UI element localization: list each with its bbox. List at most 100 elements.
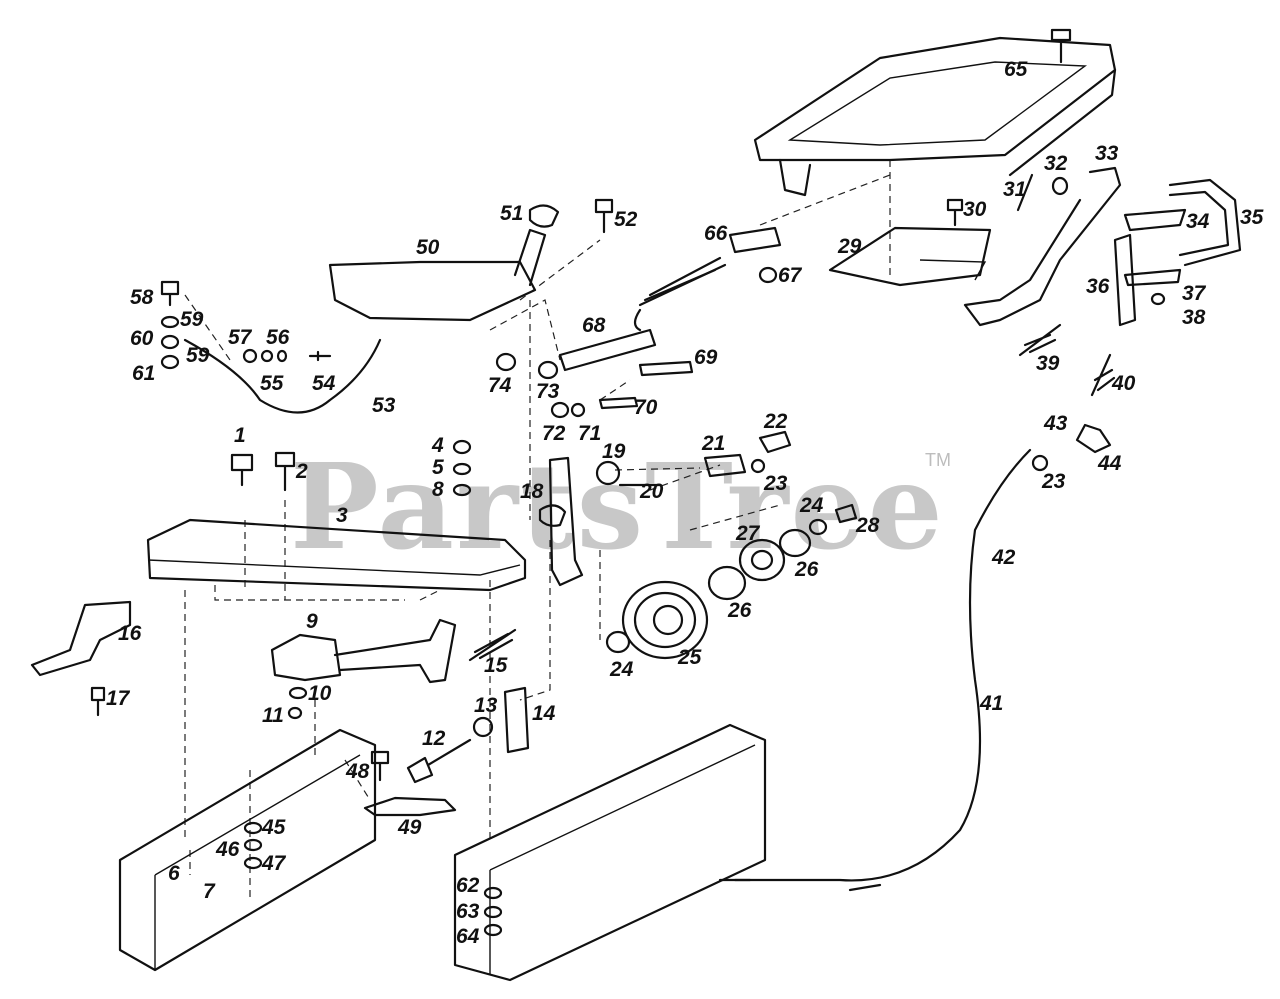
- callout-12: 12: [422, 727, 446, 750]
- watermark-trademark: TM: [925, 450, 951, 470]
- callout-30: 30: [963, 198, 987, 221]
- callout-34: 34: [1186, 210, 1210, 233]
- callout-23b: 23: [1041, 470, 1066, 493]
- callout-44: 44: [1097, 452, 1122, 475]
- mounting-plate: [828, 226, 992, 287]
- washer-24: [605, 630, 631, 654]
- pedal-brackets: [1113, 208, 1187, 327]
- callout-25: 25: [677, 646, 702, 669]
- callout-63: 63: [456, 900, 480, 923]
- callout-13: 13: [474, 694, 498, 717]
- callout-41: 41: [979, 692, 1003, 715]
- callout-67: 67: [778, 264, 803, 287]
- callout-9: 9: [306, 610, 318, 633]
- callout-49: 49: [397, 816, 422, 839]
- small-hardware: [90, 28, 1166, 937]
- callout-66: 66: [704, 222, 728, 245]
- callout-59b: 59: [186, 344, 210, 367]
- callout-55: 55: [260, 372, 284, 395]
- pulley-25: [621, 580, 709, 660]
- pedal-rod: [1168, 178, 1242, 267]
- linkage-chain: [558, 328, 657, 372]
- watermark-text: PartsTree: [290, 437, 945, 576]
- callout-15: 15: [484, 654, 508, 677]
- callout-48: 48: [345, 760, 370, 783]
- callout-17: 17: [106, 687, 131, 710]
- frame-rail-right: [453, 723, 767, 982]
- callout-27: 27: [735, 522, 761, 545]
- callout-4: 4: [431, 434, 444, 457]
- callout-62: 62: [456, 874, 480, 897]
- callout-60: 60: [130, 327, 154, 350]
- callout-65: 65: [1004, 58, 1028, 81]
- pedal-arm: [963, 166, 1122, 327]
- callout-19: 19: [602, 440, 626, 463]
- part-callouts: 1 2 3 4 5 6 7 8 9 10 11 12 13 14 15 16 1…: [106, 58, 1264, 948]
- callout-11: 11: [262, 704, 284, 727]
- callout-50: 50: [416, 236, 440, 259]
- clip-22: [758, 430, 792, 454]
- bracket-16: [30, 600, 132, 677]
- tank-housing: [328, 204, 560, 322]
- spring-40: [1090, 353, 1116, 397]
- nut-28: [834, 503, 858, 524]
- callout-43: 43: [1043, 412, 1068, 435]
- cable-ends: [718, 878, 882, 892]
- bearing-27: [738, 538, 786, 582]
- callout-29: 29: [837, 235, 862, 258]
- callout-22: 22: [763, 410, 788, 433]
- callout-2: 2: [295, 460, 308, 483]
- footrest-plate: [753, 36, 1117, 197]
- callout-56: 56: [266, 326, 290, 349]
- callout-21: 21: [701, 432, 725, 455]
- lever-arm: [270, 618, 457, 684]
- callout-38: 38: [1182, 306, 1206, 329]
- callout-47: 47: [261, 852, 287, 875]
- main-cross-bracket: [146, 518, 527, 592]
- callout-58: 58: [130, 286, 154, 309]
- plate-49: [363, 796, 457, 817]
- callout-37: 37: [1182, 282, 1207, 305]
- washer-24-upper: [808, 518, 828, 536]
- frame-rail-left: [118, 728, 377, 972]
- callout-59a: 59: [180, 308, 204, 331]
- control-cable-41: [733, 448, 1032, 882]
- callout-16: 16: [118, 622, 142, 645]
- callout-7: 7: [203, 880, 216, 903]
- ring-26-lower: [707, 565, 747, 601]
- callout-73: 73: [536, 380, 560, 403]
- callout-64: 64: [456, 925, 480, 948]
- callout-61: 61: [132, 362, 155, 385]
- callout-23a: 23: [763, 472, 788, 495]
- callout-33: 33: [1095, 142, 1119, 165]
- callout-68: 68: [582, 314, 606, 337]
- bolt-12: [406, 738, 472, 784]
- callout-31: 31: [1003, 178, 1026, 201]
- callout-52: 52: [614, 208, 638, 231]
- bracket-18: [538, 456, 584, 587]
- ring-26-upper: [778, 528, 812, 558]
- callout-74: 74: [488, 374, 512, 397]
- clevis-21: [703, 453, 747, 478]
- callout-46: 46: [215, 838, 240, 861]
- callout-5: 5: [432, 456, 444, 479]
- spring-15: [468, 628, 517, 662]
- callout-71: 71: [578, 422, 601, 445]
- washer-13: [472, 716, 494, 738]
- callout-40: 40: [1111, 372, 1136, 395]
- callout-69: 69: [694, 346, 718, 369]
- callout-53: 53: [372, 394, 396, 417]
- callout-6: 6: [168, 862, 180, 885]
- callout-10: 10: [308, 682, 332, 705]
- callout-32: 32: [1044, 152, 1068, 175]
- throttle-cable-53: [183, 338, 382, 414]
- callout-57: 57: [228, 326, 253, 349]
- callout-1: 1: [234, 424, 246, 447]
- callout-45: 45: [261, 816, 286, 839]
- callout-51: 51: [500, 202, 523, 225]
- callout-35: 35: [1240, 206, 1264, 229]
- callout-26a: 26: [727, 599, 752, 622]
- callout-24a: 24: [609, 658, 634, 681]
